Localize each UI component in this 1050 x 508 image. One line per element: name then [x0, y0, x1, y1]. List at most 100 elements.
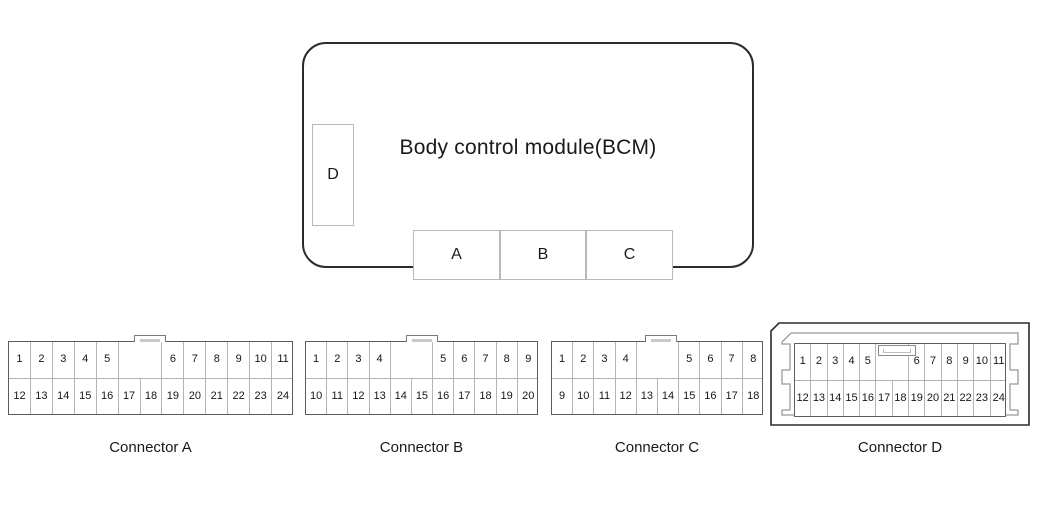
pin-cell-4: 4: [844, 344, 861, 380]
pin-cell-18: 18: [893, 380, 910, 416]
pin-cell-13: 13: [370, 378, 391, 414]
pin-cell-9: 9: [525, 353, 532, 366]
pin-cell-1: 1: [552, 342, 574, 378]
pin-cell-8: 8: [942, 344, 958, 380]
pin-cell-2: 2: [811, 344, 828, 380]
pin-cell-5: 5: [860, 344, 877, 380]
pin-cell-1: 1: [306, 342, 328, 378]
pin-cell-3: 3: [53, 342, 75, 378]
pin-cell-15: 15: [679, 378, 701, 414]
pin-cell-8: 8: [750, 353, 757, 366]
module-port-d: D: [312, 124, 354, 226]
pin-cell-22: 22: [228, 378, 251, 414]
pin-cell-12: 12: [795, 380, 812, 416]
pin-cell-20: 20: [184, 378, 207, 414]
pin-cell-9: 9: [958, 344, 975, 380]
pin-cell-6: 6: [162, 342, 185, 378]
pin-cell-19: 19: [497, 378, 518, 414]
pin-cell-13: 13: [31, 378, 53, 414]
pin-cell-18: 18: [141, 378, 163, 414]
pin-cell-16: 16: [97, 378, 119, 414]
pin-cell-11: 11: [277, 353, 289, 366]
pin-cell-17: 17: [119, 378, 141, 414]
pin-cell-4: 4: [616, 342, 637, 378]
bcm-module-title: Body control module(BCM): [399, 136, 657, 159]
pin-cell-16: 16: [433, 378, 455, 414]
pin-cell-10: 10: [573, 378, 595, 414]
pin-cell-blank: [391, 342, 434, 378]
pin-cell-7: 7: [184, 342, 207, 378]
pin-cell-12: 12: [9, 378, 31, 414]
pin-cell-19: 19: [162, 378, 185, 414]
pin-cell-21: 21: [942, 380, 958, 416]
connector-b-caption: Connector B: [379, 439, 464, 456]
connector-a-latch-icon: [134, 335, 166, 342]
connector-c-caption: Connector C: [614, 439, 700, 456]
pin-cell-22: 22: [958, 380, 975, 416]
pin-cell-14: 14: [828, 380, 844, 416]
pin-cell-17: 17: [876, 380, 893, 416]
module-port-c: C: [586, 230, 673, 280]
pin-cell-15: 15: [844, 380, 861, 416]
pin-cell-13: 13: [637, 378, 658, 414]
pin-cell-23: 23: [250, 378, 273, 414]
pin-cell-6: 6: [909, 344, 926, 380]
pin-cell-24: 24: [992, 391, 1005, 404]
pin-cell-5: 5: [97, 342, 119, 378]
pin-cell-12: 12: [616, 378, 637, 414]
pin-cell-13: 13: [811, 380, 828, 416]
pin-cell-21: 21: [206, 378, 229, 414]
pin-cell-10: 10: [250, 342, 273, 378]
module-port-b: B: [500, 230, 586, 280]
pin-cell-3: 3: [348, 342, 370, 378]
pin-cell-3: 3: [828, 344, 844, 380]
pin-cell-10: 10: [974, 344, 991, 380]
pin-cell-14: 14: [53, 378, 75, 414]
pin-cell-4: 4: [75, 342, 97, 378]
pin-cell-18: 18: [747, 389, 760, 402]
pin-cell-2: 2: [31, 342, 53, 378]
connector-d-latch-icon: [878, 345, 916, 356]
pin-cell-16: 16: [700, 378, 722, 414]
pin-cell-blank: [119, 342, 163, 378]
pin-cell-19: 19: [909, 380, 926, 416]
pin-cell-7: 7: [475, 342, 497, 378]
pin-cell-15: 15: [412, 378, 434, 414]
pin-cell-15: 15: [75, 378, 97, 414]
pin-cell-12: 12: [348, 378, 370, 414]
connector-a-caption: Connector A: [109, 439, 192, 456]
pin-cell-9: 9: [228, 342, 251, 378]
pin-cell-8: 8: [497, 342, 518, 378]
connector-b-latch-icon: [406, 335, 438, 342]
pin-cell-16: 16: [860, 380, 877, 416]
pin-cell-23: 23: [974, 380, 991, 416]
pin-cell-11: 11: [993, 355, 1005, 368]
pin-cell-6: 6: [454, 342, 476, 378]
connector-d-caption: Connector D: [857, 439, 943, 456]
pin-cell-11: 11: [594, 378, 616, 414]
pin-cell-1: 1: [795, 344, 812, 380]
pin-cell-18: 18: [475, 378, 497, 414]
pin-cell-4: 4: [370, 342, 391, 378]
pin-cell-17: 17: [722, 378, 743, 414]
pin-cell-5: 5: [433, 342, 455, 378]
pin-cell-20: 20: [522, 389, 535, 402]
pin-cell-2: 2: [327, 342, 349, 378]
pin-cell-7: 7: [925, 344, 942, 380]
pin-cell-6: 6: [700, 342, 722, 378]
